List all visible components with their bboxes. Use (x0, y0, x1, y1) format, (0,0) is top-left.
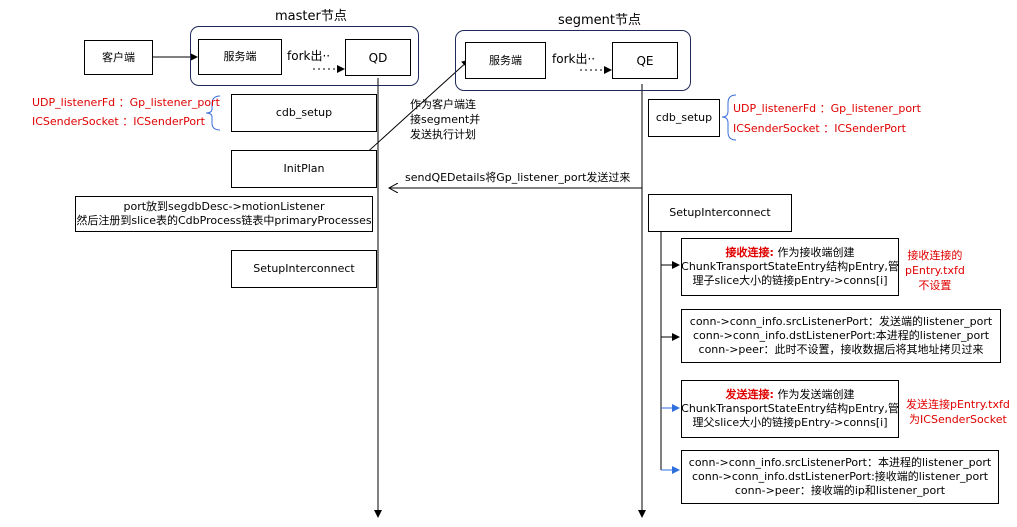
master-fork-label: fork出·· (287, 49, 331, 63)
motion-listener-box: port放到segdbDesc->motionListener 然后注册到sli… (75, 196, 373, 232)
segment-node-group (455, 30, 691, 91)
master-cdb-setup-box: cdb_setup (231, 94, 377, 132)
recv-line-2: ChunkTransportStateEntry结构pEntry,管 (681, 260, 899, 273)
segment-udp-line: UDP_listenerFd ：Gp_listener_port (733, 102, 921, 115)
segment-ic-line: ICSenderSocket ：ICSenderPort (733, 122, 906, 135)
segment-cdb-setup-box: cdb_setup (648, 99, 720, 137)
segment-brace (721, 94, 737, 141)
send-conn-line-1: conn->conn_info.srcListenerPort：本进程的list… (688, 456, 992, 469)
recv-conn-line-2: conn->conn_info.dstListenerPort:本进程的list… (692, 329, 990, 342)
motion-line-1: port放到segdbDesc->motionListener (123, 200, 325, 213)
recv-line-1: 作为接收端创建 (777, 246, 855, 259)
send-conn-line-2: conn->conn_info.dstListenerPort:接收端的list… (691, 470, 989, 483)
send-qe-details-label: sendQEDetails将Gp_listener_port发送过来 (405, 171, 631, 184)
recv-conn-info-box: conn->conn_info.srcListenerPort：发送端的list… (681, 309, 1001, 363)
master-server-box: 服务端 (198, 39, 282, 75)
recv-connection-box: 接收连接: 作为接收端创建 ChunkTransportStateEntry结构… (681, 238, 899, 296)
master-node-group (190, 26, 419, 86)
send-line-1: 作为发送端创建 (777, 388, 855, 401)
send-title: 发送连接: (725, 388, 774, 401)
master-ic-line: ICSenderSocket ：ICSenderPort (32, 115, 205, 128)
master-brace (205, 95, 221, 131)
motion-line-2: 然后注册到slice表的CdbProcess链表中primaryProcesse… (76, 214, 372, 227)
segment-setup-interconnect-box: SetupInterconnect (648, 194, 792, 232)
send-line-2: ChunkTransportStateEntry结构pEntry,管 (681, 402, 899, 415)
recv-conn-line-3: conn->peer：此时不设置，接收数据后将其地址拷贝过来 (698, 343, 984, 356)
client-connect-line-2: 接segment并 (410, 113, 481, 126)
client-box: 客户端 (84, 40, 153, 75)
send-conn-info-box: conn->conn_info.srcListenerPort：本进程的list… (681, 450, 999, 504)
master-setup-interconnect-box: SetupInterconnect (231, 250, 377, 288)
qe-box: QE (612, 42, 678, 79)
send-note-line-2: 为ICSenderSocket (909, 413, 1007, 426)
send-connection-box: 发送连接: 作为发送端创建 ChunkTransportStateEntry结构… (681, 380, 899, 438)
segment-server-box: 服务端 (465, 42, 546, 79)
recv-note-line-1: 接收连接的 (907, 249, 963, 262)
segment-fork-label: fork出·· (552, 52, 596, 66)
recv-note-line-2: pEntry.txfd (905, 264, 965, 277)
recv-conn-line-1: conn->conn_info.srcListenerPort：发送端的list… (689, 315, 993, 328)
initplan-box: InitPlan (231, 150, 377, 188)
send-line-3: 理父slice大小的链接pEntry->conns[i] (692, 416, 888, 429)
master-title: master节点 (275, 9, 347, 24)
master-udp-line: UDP_listenerFd ：Gp_listener_port (32, 96, 220, 109)
recv-note: 接收连接的 pEntry.txfd 不设置 (905, 248, 965, 293)
send-note-line-1: 发送连接pEntry.txfd (906, 398, 1010, 411)
send-conn-line-3: conn->peer：接收端的ip和listener_port (734, 484, 946, 497)
recv-line-3: 理子slice大小的链接pEntry->conns[i] (692, 274, 888, 287)
recv-title: 接收连接: (725, 246, 774, 259)
segment-title: segment节点 (558, 13, 642, 28)
client-connect-line-3: 发送执行计划 (410, 128, 476, 141)
recv-note-line-3: 不设置 (918, 279, 952, 292)
qd-box: QD (345, 39, 411, 76)
client-connect-note: 作为客户端连 接segment并 发送执行计划 (410, 97, 480, 142)
client-connect-line-1: 作为客户端连 (410, 98, 476, 111)
send-note: 发送连接pEntry.txfd 为ICSenderSocket (906, 397, 1010, 427)
